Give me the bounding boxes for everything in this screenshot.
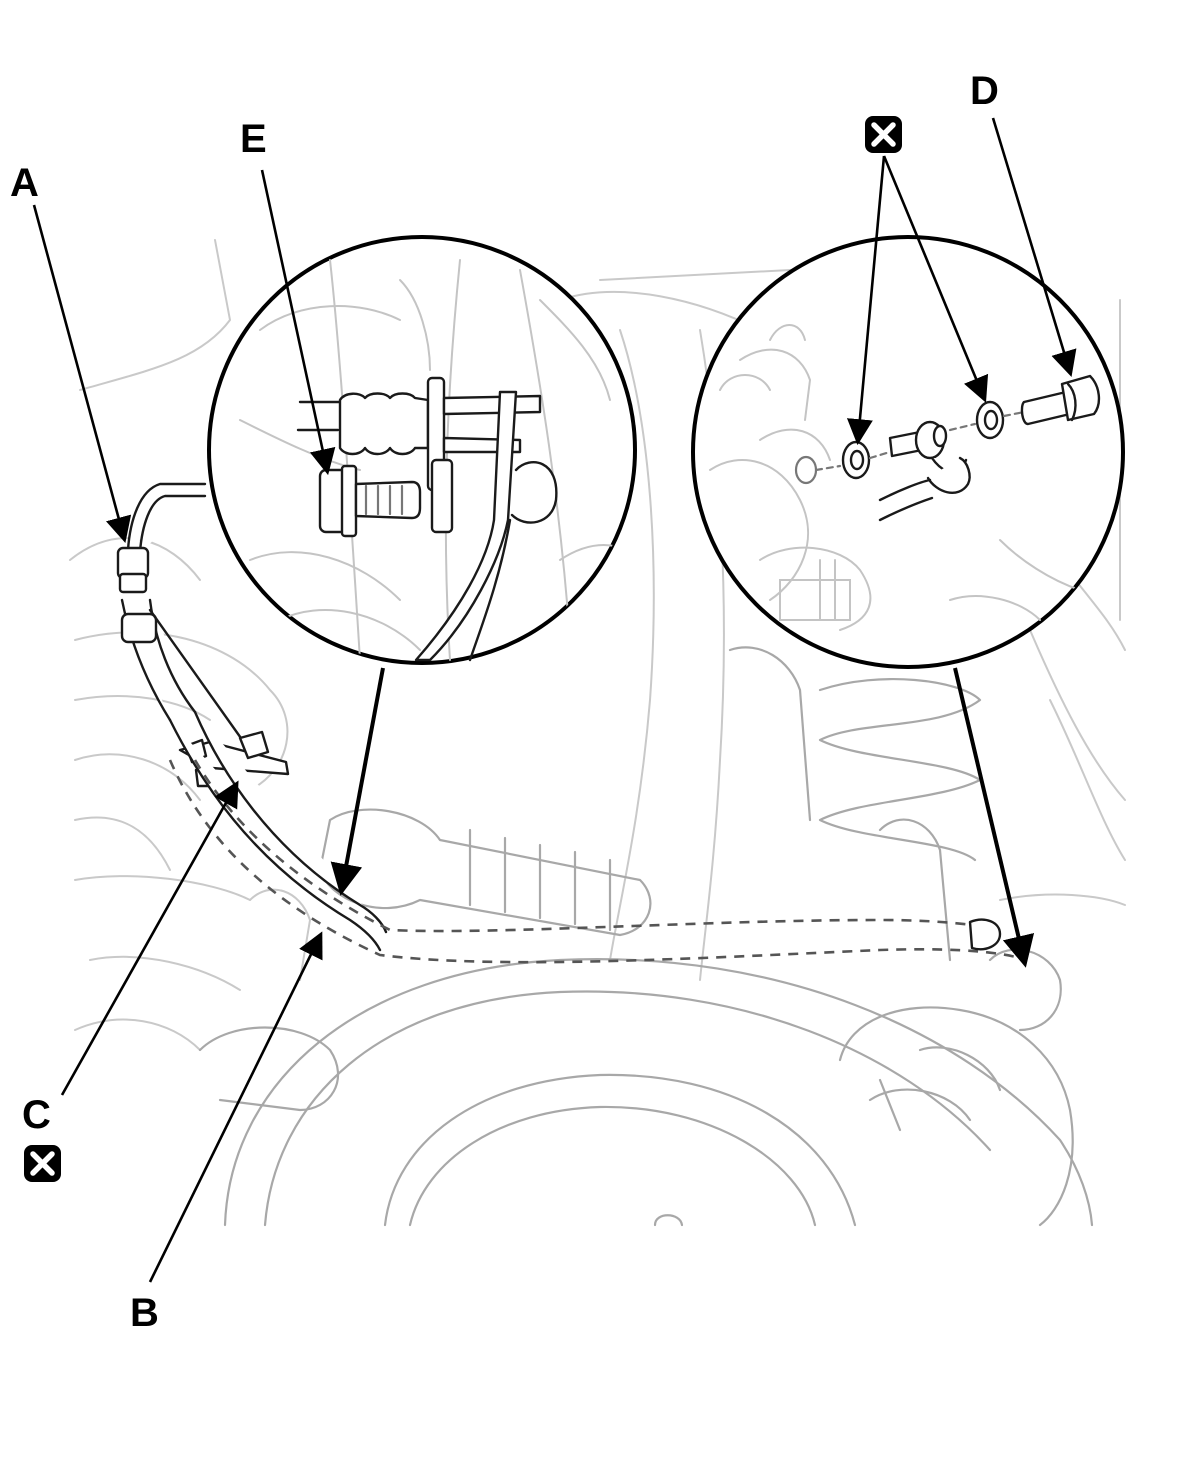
callout-d: D (970, 69, 999, 113)
bolt-e-detail (318, 464, 422, 538)
leader-a (32, 204, 132, 544)
background-linework (69, 239, 1126, 1227)
brake-hose-assembly (116, 482, 1021, 964)
leader-d (991, 117, 1077, 377)
zoom-pointer-right (953, 667, 1035, 968)
sealing-washer-left (841, 440, 871, 480)
leader-b (148, 931, 323, 1283)
banjo-bolt-d (1020, 374, 1101, 426)
callout-labels: A E D C B (10, 69, 999, 1335)
leader-c (60, 780, 239, 1096)
replace-icon (24, 1145, 61, 1182)
replace-icon (865, 116, 902, 153)
banjo-fitting (878, 420, 971, 522)
bracket-detail (414, 390, 558, 662)
callout-e: E (240, 117, 267, 161)
detail-right-background (709, 324, 1081, 631)
sealing-washer-right (975, 400, 1005, 440)
callout-c: C (22, 1093, 51, 1137)
leader-replace-left-washer (846, 155, 886, 446)
callout-b: B (130, 1291, 159, 1335)
leader-e (260, 169, 336, 476)
callout-a: A (10, 161, 39, 205)
zoom-pointer-left (330, 667, 385, 896)
leader-lines (32, 117, 1077, 1283)
leader-replace-right-washer (882, 155, 989, 403)
detail-circle-right (691, 235, 1125, 669)
detail-circle-left (207, 235, 637, 665)
